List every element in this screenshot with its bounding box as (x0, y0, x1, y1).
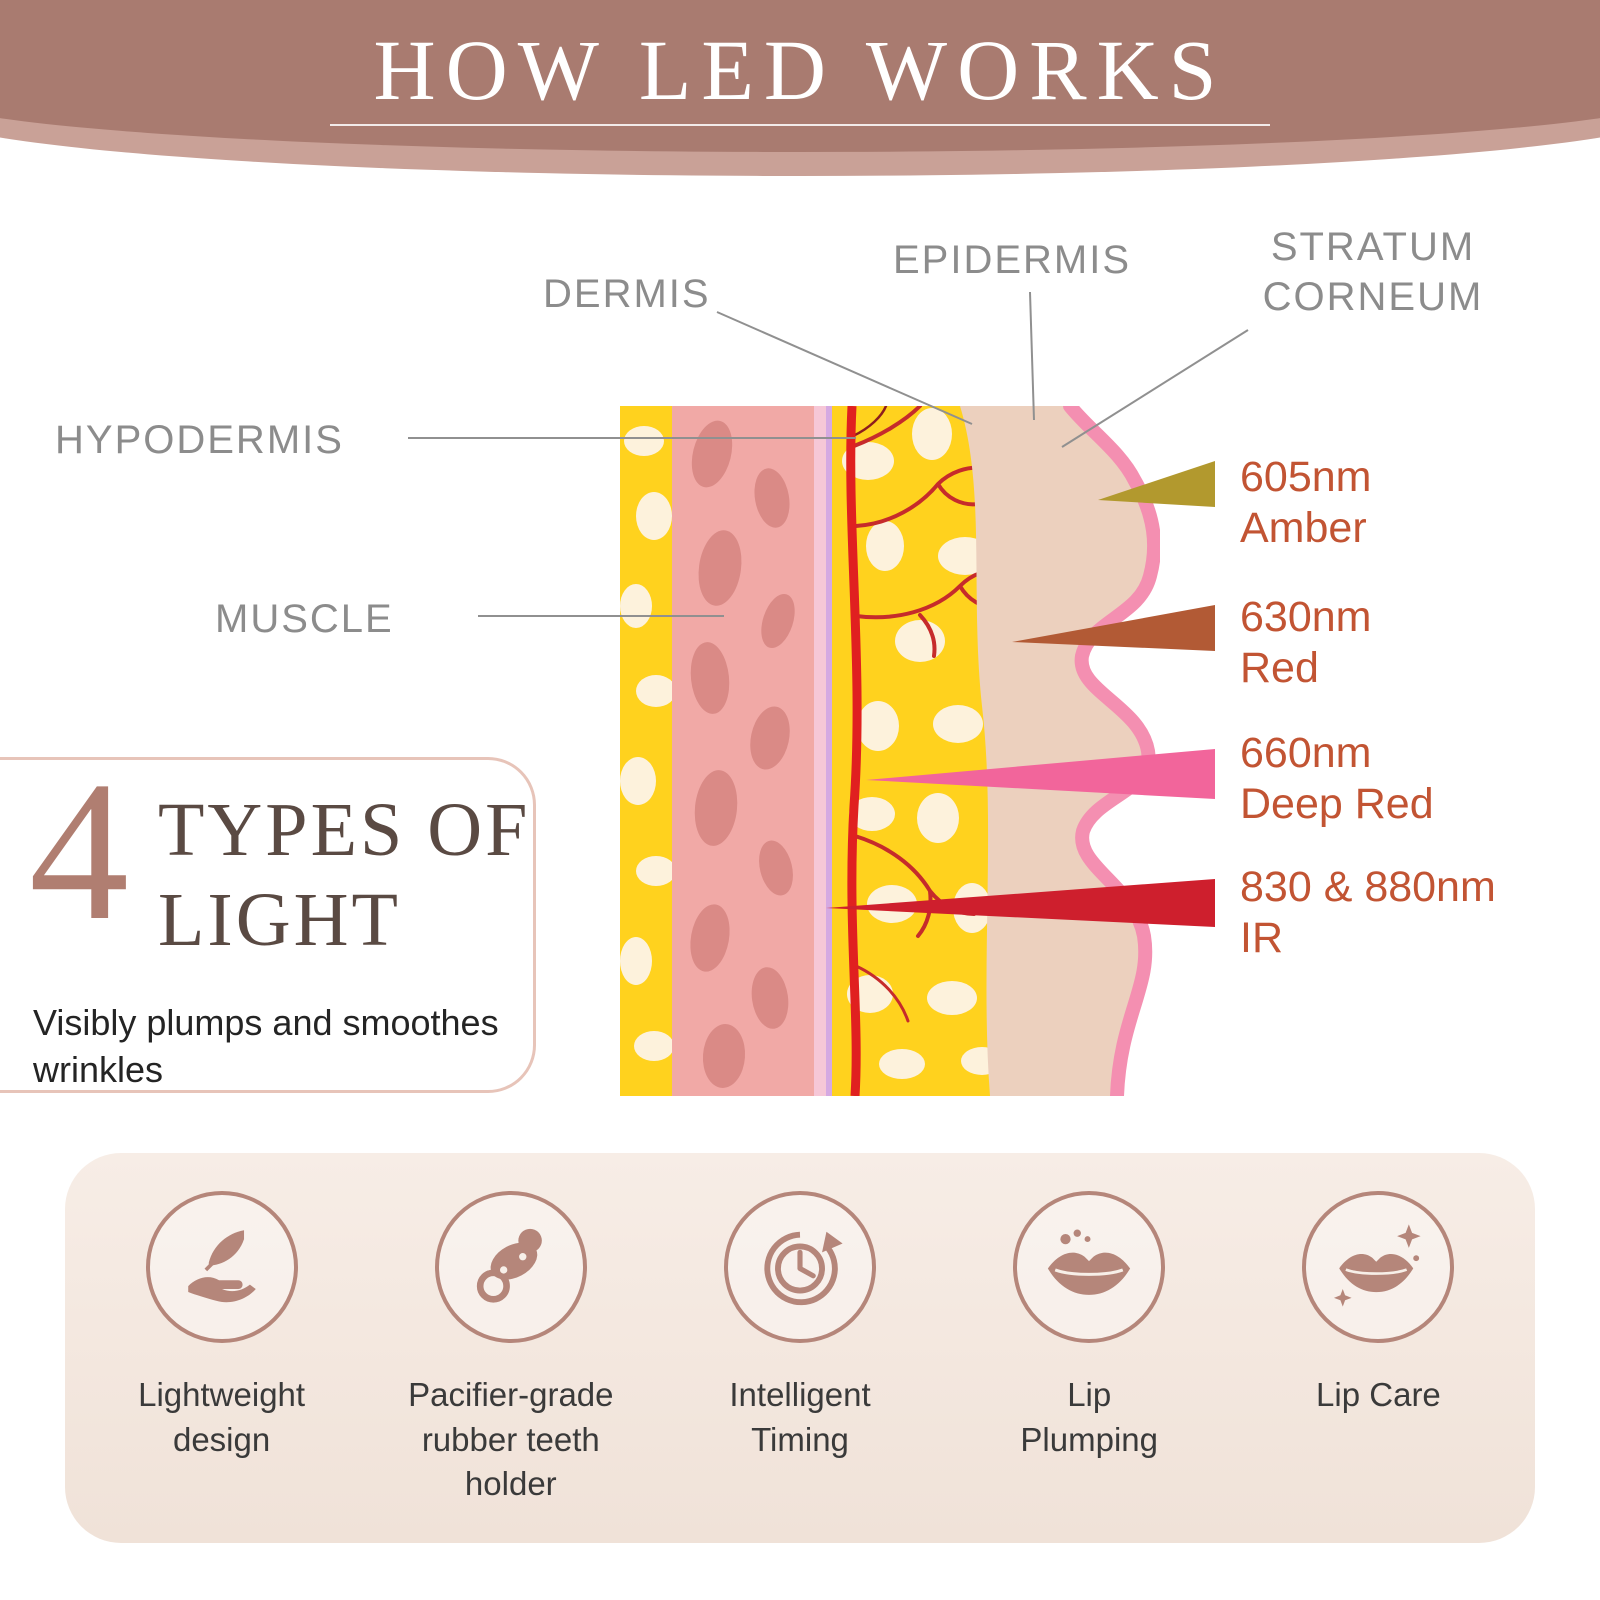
feature-circle (1013, 1191, 1166, 1343)
feature-circle (434, 1191, 587, 1343)
wavelength-value: 605nm (1240, 453, 1372, 501)
wavelength-label-ir: 830 & 880nm IR (1240, 862, 1585, 963)
stratum-corneum-label: STRATUM CORNEUM (1253, 222, 1493, 322)
lips-icon (1048, 1229, 1131, 1295)
wavelength-name: Amber (1240, 503, 1367, 552)
stratum-corneum-line1: STRATUM (1270, 225, 1476, 269)
epidermis-layer (960, 406, 1155, 1096)
wavelength-label-red: 630nm Red (1240, 592, 1585, 693)
types-description: Visibly plumps and smoothes wrinkles (33, 1002, 499, 1090)
clock-arrow-icon (764, 1231, 843, 1306)
muscle-label: MUSCLE (215, 597, 394, 641)
types-title: TYPES OF LIGHT (158, 786, 530, 965)
wavelength-name: Deep Red (1240, 779, 1434, 828)
feature-label: Lightweight design (138, 1376, 306, 1458)
feature-pacifier: Pacifier-grade rubber teeth holder (366, 1191, 655, 1543)
feature-circle (145, 1191, 298, 1343)
fascia-line (826, 406, 832, 1096)
wavelength-label-deep-red: 660nm Deep Red (1240, 728, 1585, 829)
stratum-corneum-line2: CORNEUM (1262, 275, 1484, 319)
types-of-light-panel: 4 TYPES OF LIGHT Visibly plumps and smoo… (0, 752, 536, 1093)
feature-lip-care: Lip Care (1234, 1191, 1523, 1543)
wavelength-name: Red (1240, 643, 1319, 692)
blood-vessel (846, 406, 862, 1096)
feature-circle (724, 1191, 876, 1343)
feature-circle (1302, 1191, 1455, 1343)
epidermis-line (1029, 291, 1035, 421)
hypodermis-label: HYPODERMIS (55, 418, 344, 462)
features-band: Lightweight design Pacifier-grade rubber… (65, 1153, 1535, 1543)
skin-cross-section-illustration (620, 406, 1160, 1096)
types-title-line1: TYPES OF (158, 788, 531, 872)
wavelength-value: 830 & 880nm (1240, 863, 1496, 911)
pacifier-icon (476, 1228, 542, 1303)
feature-label: Lip Care (1316, 1376, 1441, 1413)
feature-label: Lip Plumping (1020, 1376, 1158, 1458)
wavelength-name: IR (1240, 913, 1283, 962)
types-title-line2: LIGHT (158, 877, 401, 962)
wavelength-value: 630nm (1240, 593, 1372, 641)
feature-label: Intelligent Timing (729, 1376, 871, 1458)
wavelength-label-amber: 605nm Amber (1240, 452, 1585, 553)
feature-lip-plumping: Lip Plumping (945, 1191, 1234, 1543)
title-underline (330, 124, 1270, 126)
feature-timing: Intelligent Timing (655, 1191, 944, 1543)
types-count: 4 (29, 741, 129, 962)
feature-label: Pacifier-grade rubber teeth holder (408, 1376, 614, 1503)
page-title: HOW LED WORKS (373, 22, 1227, 118)
muscle-layer (672, 406, 814, 1096)
feature-lightweight: Lightweight design (77, 1191, 366, 1543)
epidermis-label: EPIDERMIS (893, 238, 1132, 282)
dermis-label: DERMIS (543, 272, 711, 316)
lips-sparkle-icon (1334, 1224, 1421, 1307)
hand-feather-icon (187, 1230, 256, 1303)
header-banner (0, 0, 1600, 152)
wavelength-value: 660nm (1240, 729, 1372, 777)
fascia-strip (814, 406, 828, 1096)
